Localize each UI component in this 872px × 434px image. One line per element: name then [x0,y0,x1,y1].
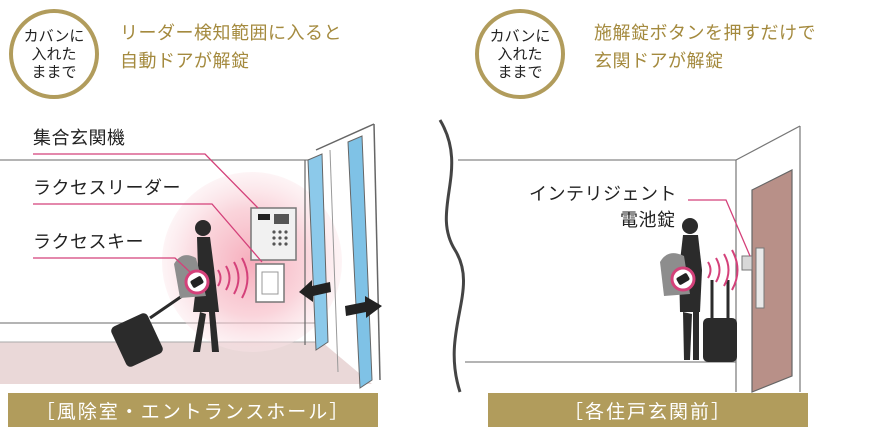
headline-line: 施解錠ボタンを押すだけで [594,23,816,44]
label-reader: ラクセスリーダー [33,178,181,199]
signal-waves [217,257,249,299]
door-handle [755,247,765,309]
badge-line: 入れた [31,45,77,63]
badge-line: 入れた [497,45,543,63]
label-key: ラクセスキー [33,232,144,253]
caption-entrance: ［風除室・エントランスホール］ [8,393,378,427]
headline-entrance: リーダー検知範囲に入ると 自動ドアが解錠 [120,20,342,76]
scene-break-line [438,119,465,393]
label-intercom: 集合玄関機 [33,128,126,149]
signal-waves-unit [707,249,739,291]
badge-in-bag-left: カバンに 入れた ままで [9,9,99,99]
headline-line: リーダー検知範囲に入ると [120,23,342,44]
intercom-panel [250,207,297,261]
entrance-scene [0,123,382,389]
battery-lock [741,255,753,271]
caption-unit: ［各住戸玄関前］ [488,393,808,427]
badge-line: カバンに [23,27,85,45]
leader-line-right [688,199,751,257]
badge-in-bag-right: カバンに 入れた ままで [475,9,565,99]
headline-line: 玄関ドアが解錠 [594,51,724,72]
headline-line: 自動ドアが解錠 [120,51,250,72]
entrance-floor [0,342,372,384]
label-smart-lock-2: 電池錠 [620,210,676,231]
bag-with-key-unit [660,253,696,296]
label-smart-lock-1: インテリジェント [529,184,677,205]
unit-door [751,169,793,393]
person-with-suitcase-unit [679,218,737,362]
badge-line: カバンに [489,27,551,45]
headline-unit: 施解錠ボタンを押すだけで 玄関ドアが解錠 [594,20,816,76]
door-open-arrows [299,280,382,318]
reader-device [255,263,285,303]
leader-lines-left [33,153,263,273]
automatic-glass-door [304,123,381,389]
badge-line: ままで [497,63,543,81]
badge-line: ままで [31,63,77,81]
unit-door-scene [458,125,801,393]
bag-with-key [174,255,210,298]
